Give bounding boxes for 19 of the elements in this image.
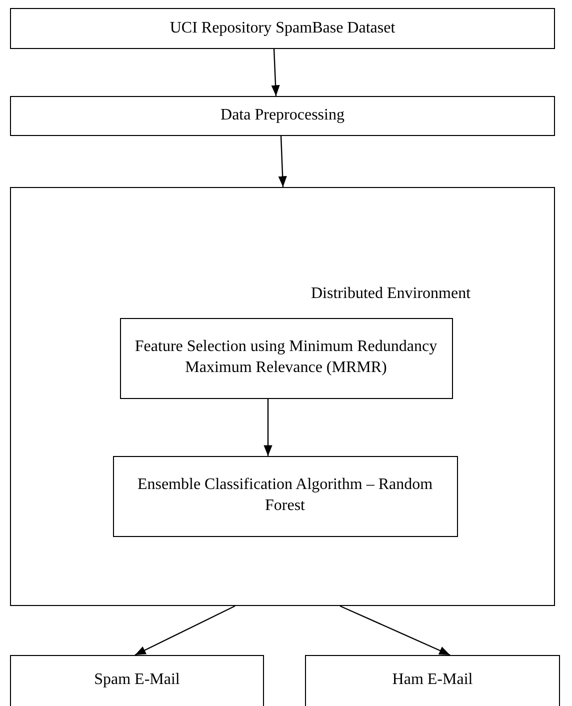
box-label: Ham E-Mail [391,670,474,690]
box-label: UCI Repository SpamBase Dataset [168,18,396,38]
arrow [264,399,272,456]
container-box [10,187,555,606]
group-label: Distributed Environment [311,284,472,304]
box-label: Feature Selection using Minimum Redundancy Maximum Relevance (MRMR) [134,337,438,378]
process-box [10,8,555,49]
process-box [10,96,555,136]
box-label: Ensemble Classification Algorithm – Random Forest [136,475,434,516]
process-box [10,655,264,706]
process-box [120,318,452,398]
process-box [112,456,458,536]
process-box [305,655,560,706]
arrow [271,48,280,96]
arrow [134,605,236,656]
box-label: Data Preprocessing [220,106,346,126]
arrow [340,605,450,656]
arrow [278,136,287,188]
box-label: Spam E-Mail [93,670,181,690]
